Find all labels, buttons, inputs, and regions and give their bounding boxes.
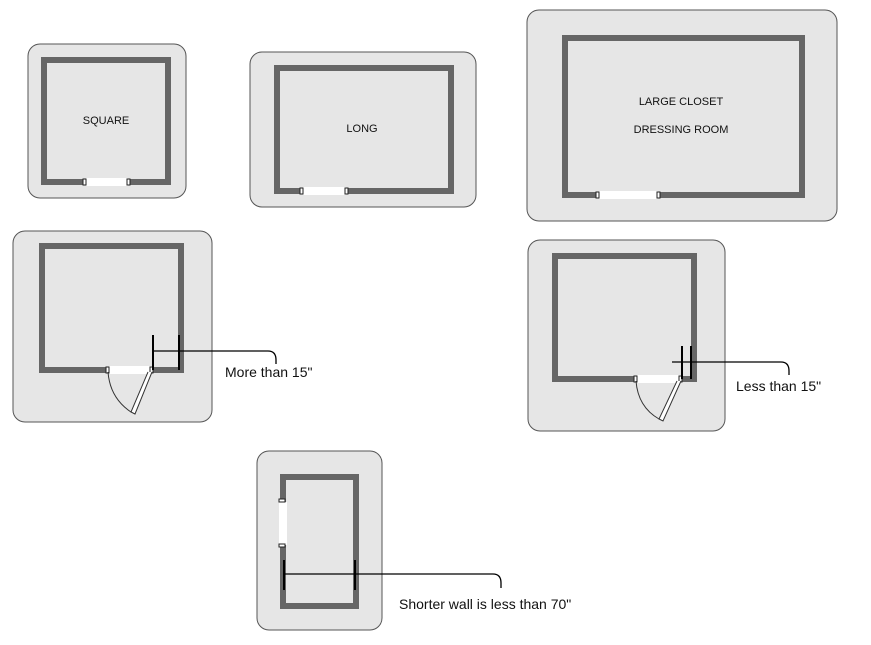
callout-leader	[179, 350, 277, 364]
large-closet-panel	[526, 9, 838, 222]
less-than-callout: Less than 15"	[736, 378, 821, 394]
door-jamb	[278, 498, 286, 503]
door-jamb	[344, 187, 349, 195]
door-jamb	[82, 178, 87, 186]
large-closet-plan: LARGE CLOSET DRESSING ROOM	[526, 9, 838, 222]
dressing-room-label: DRESSING ROOM	[634, 124, 729, 136]
door-jamb	[278, 543, 286, 548]
less-than-walls	[552, 253, 697, 382]
less-than-plan: Less than 15"	[527, 239, 821, 432]
door-leaf	[658, 380, 682, 422]
more-than-callout: More than 15"	[225, 364, 312, 380]
shorter-wall-plan: Shorter wall is less than 70"	[256, 450, 571, 631]
long-label: LONG	[346, 123, 377, 135]
door-jamb	[299, 187, 304, 195]
door-swing-arc	[635, 380, 660, 420]
large-closet-walls	[562, 35, 805, 198]
long-panel	[249, 51, 477, 208]
callout-leader	[691, 361, 790, 375]
more-than-panel	[12, 230, 213, 423]
door-jamb	[126, 178, 131, 186]
large-closet-label: LARGE CLOSET	[639, 96, 724, 108]
long-closet-plan: LONG	[249, 51, 477, 208]
square-panel	[27, 43, 187, 199]
shorter-wall-callout: Shorter wall is less than 70"	[399, 596, 571, 612]
shorter-wall-panel	[256, 450, 383, 631]
door-jamb	[633, 375, 638, 383]
door-leaf	[130, 371, 153, 415]
door-swing-arc	[107, 371, 132, 413]
square-label: SQUARE	[83, 115, 129, 127]
door-jamb	[105, 366, 110, 374]
door-jamb	[656, 191, 661, 199]
callout-leader	[355, 573, 502, 588]
more-than-plan: More than 15"	[12, 230, 312, 423]
door-jamb	[595, 191, 600, 199]
square-closet-plan: SQUARE	[27, 43, 187, 199]
long-walls	[274, 65, 454, 194]
